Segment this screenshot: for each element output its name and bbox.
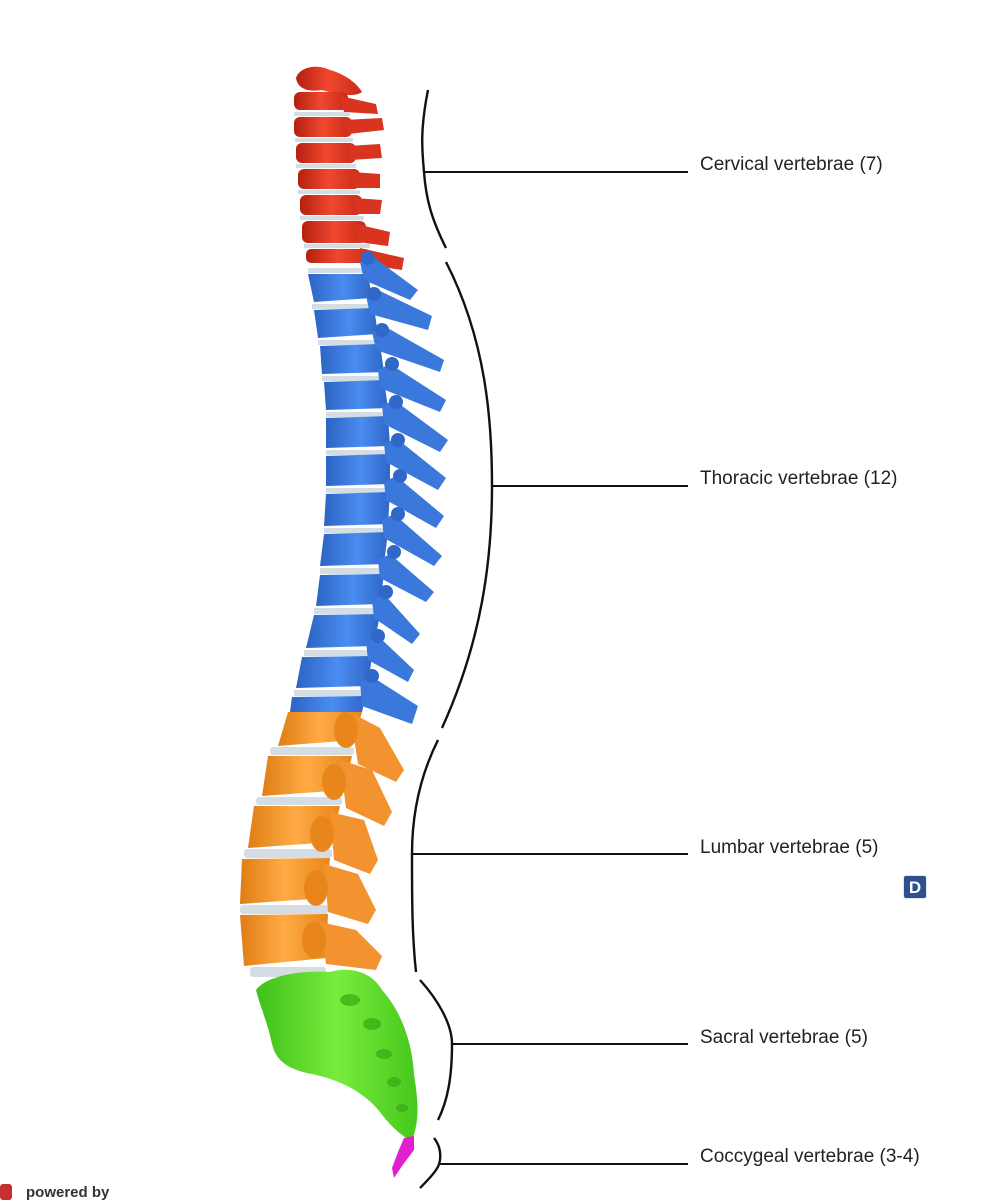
lumbar-vertebrae xyxy=(240,712,404,977)
label-thoracic-vertebrae: Thoracic vertebrae (12) xyxy=(700,468,898,489)
coccygeal-vertebrae xyxy=(392,1136,414,1178)
powered-by-text: powered by xyxy=(26,1183,110,1201)
brace-thoracic xyxy=(440,261,494,729)
cervical-vertebrae xyxy=(294,66,404,270)
label-sacral-vertebrae: Sacral vertebrae (5) xyxy=(700,1027,868,1048)
region-braces xyxy=(410,89,494,1189)
brace-sacral xyxy=(419,979,454,1121)
label-coccygeal-vertebrae: Coccygeal vertebrae (3-4) xyxy=(700,1146,920,1167)
label-lumbar-vertebrae: Lumbar vertebrae (5) xyxy=(700,837,879,858)
brand-logo-icon xyxy=(0,1184,12,1200)
brace-cervical xyxy=(421,89,448,249)
brace-coccygeal xyxy=(419,1137,442,1189)
leader-lines xyxy=(412,171,688,1165)
label-cervical-vertebrae: Cervical vertebrae (7) xyxy=(700,154,883,175)
thoracic-vertebrae xyxy=(290,251,448,724)
d-badge-icon[interactable]: D xyxy=(903,875,927,899)
brace-lumbar xyxy=(410,739,440,973)
sacral-vertebrae xyxy=(256,969,418,1140)
powered-by-footer[interactable]: powered by xyxy=(0,1180,109,1204)
